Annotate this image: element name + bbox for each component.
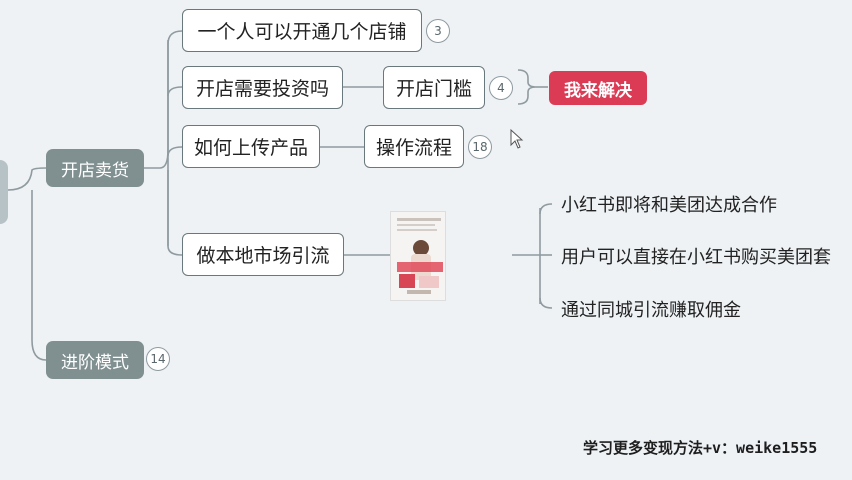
attached-image-thumbnail[interactable] (390, 211, 446, 301)
thumbnail-illustration (397, 218, 443, 294)
root-node-edge[interactable] (0, 160, 8, 224)
connector-to-topic-4 (167, 170, 183, 256)
topic-upload-products[interactable]: 如何上传产品 (182, 125, 320, 168)
topic-local-traffic[interactable]: 做本地市场引流 (182, 233, 344, 276)
topic-operation-flow[interactable]: 操作流程 (364, 125, 464, 168)
connector-to-topic-3 (167, 146, 183, 157)
topic-operation-flow-badge: 18 (468, 135, 492, 159)
connector-leaf-3 (539, 297, 553, 309)
connector-to-topic-1 (159, 30, 183, 169)
topic-threshold-badge: 4 (489, 76, 513, 100)
branch-advanced-count-badge: 14 (146, 347, 170, 371)
connector-leaf-1 (539, 203, 553, 215)
connector-open-store-spine (144, 40, 169, 246)
footer-contact-text: 学习更多变现方法+v：weike1555 (583, 439, 818, 457)
connector-root-spine (31, 190, 47, 361)
topic-threshold[interactable]: 开店门槛 (383, 66, 485, 109)
connector-to-topic-2 (167, 86, 183, 97)
topic-investment[interactable]: 开店需要投资吗 (182, 66, 343, 109)
topic-how-many-stores[interactable]: 一个人可以开通几个店铺 (182, 9, 422, 52)
mouse-cursor-icon (510, 128, 524, 149)
leaf-buy-meituan-in-xiaohongshu[interactable]: 用户可以直接在小红书购买美团套 (561, 247, 831, 268)
connector-root-open-store (7, 167, 47, 191)
topic-how-many-stores-badge: 3 (426, 19, 450, 43)
leaf-xiaohongshu-meituan-cooperation[interactable]: 小红书即将和美团达成合作 (561, 195, 777, 216)
summary-brace (517, 69, 537, 105)
solution-tag[interactable]: 我来解决 (549, 71, 647, 105)
leaf-local-traffic-commission[interactable]: 通过同城引流赚取佣金 (561, 300, 741, 321)
branch-advanced-mode[interactable]: 进阶模式 (46, 341, 144, 379)
branch-open-store[interactable]: 开店卖货 (46, 149, 144, 187)
